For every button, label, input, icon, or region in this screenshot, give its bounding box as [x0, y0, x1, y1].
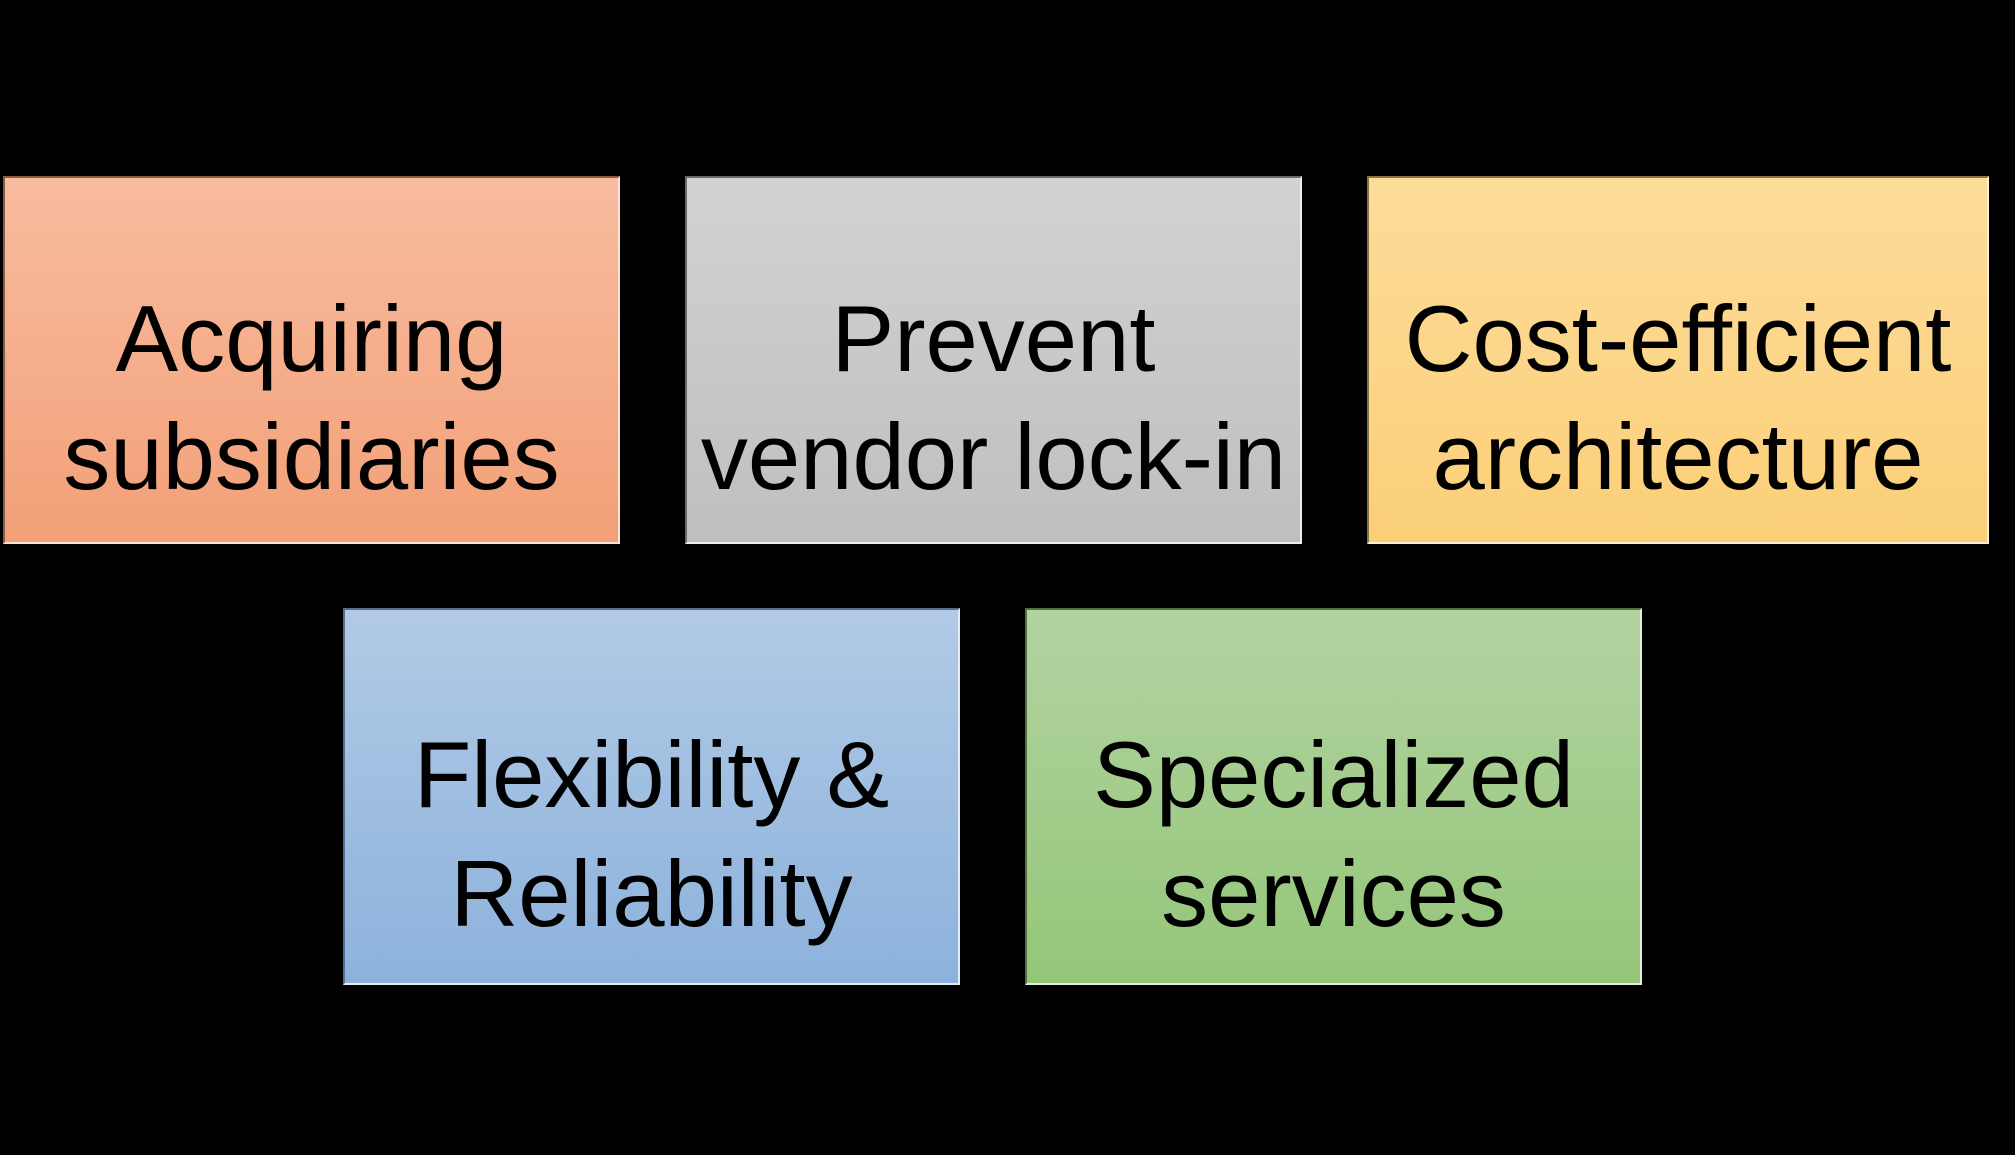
box-label-line: Prevent: [831, 285, 1156, 391]
box-label-line: vendor lock-in: [700, 404, 1287, 509]
box-acquiring-subsidiaries: Acquiring subsidiaries: [3, 176, 620, 544]
box-cost-efficient-architecture: Cost-efficient architecture: [1367, 176, 1989, 544]
box-label-line: architecture: [1432, 404, 1924, 509]
box-specialized-services: Specialized services: [1025, 608, 1642, 985]
box-label-line: subsidiaries: [63, 404, 560, 509]
box-label-line: Flexibility &: [413, 722, 890, 828]
box-prevent-vendor-lock-in: Prevent vendor lock-in: [685, 176, 1302, 544]
box-label-line: Cost-efficient: [1404, 285, 1952, 391]
box-label-line: Acquiring: [115, 285, 508, 391]
box-label-line: Specialized: [1093, 722, 1574, 828]
box-label-line: Reliability: [450, 840, 853, 946]
box-flexibility-reliability: Flexibility & Reliability: [343, 608, 960, 985]
box-label-line: services: [1161, 840, 1506, 946]
